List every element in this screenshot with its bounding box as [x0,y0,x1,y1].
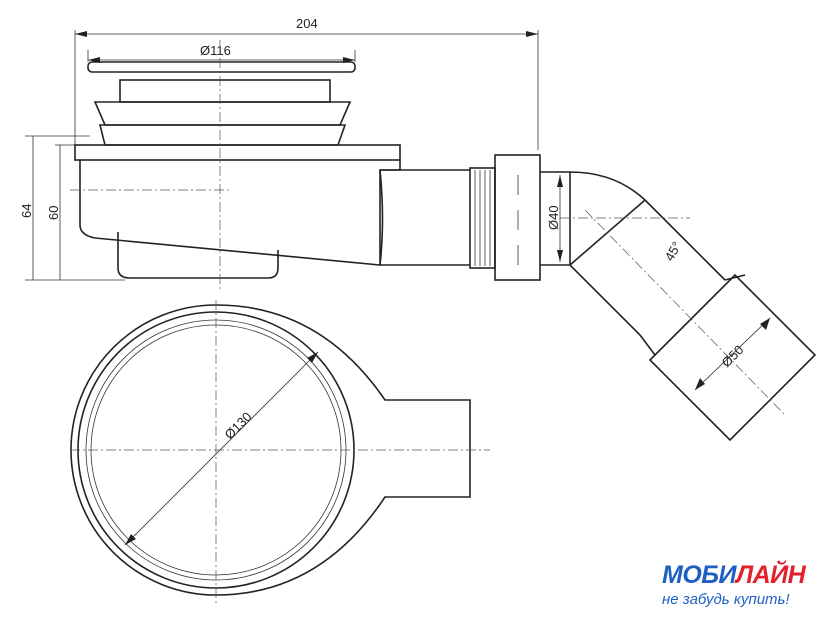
top-view: Ø130 [70,300,490,605]
dim-130-label: Ø130 [222,409,255,442]
logo-brand-part1: МОБИ [662,561,736,589]
dim-40-label: Ø40 [546,205,561,230]
logo-slogan: не забудь купить! [662,591,790,608]
dim-204: 204 [74,16,539,150]
dim-60-label: 60 [46,206,61,220]
dim-45-label: 45° [662,239,685,264]
dim-116-label: Ø116 [200,43,231,58]
dim-64-label: 64 [19,204,34,218]
dim-116: Ø116 [87,43,356,63]
dim-50-label: Ø50 [719,342,747,370]
dim-204-label: 204 [296,16,318,31]
side-view: Ø40 45° Ø50 64 60 [19,40,817,442]
mobilain-logo: МОБИЛАЙН не забудь купить! [662,562,832,608]
logo-brand-part2: ЛАЙН [735,561,806,589]
